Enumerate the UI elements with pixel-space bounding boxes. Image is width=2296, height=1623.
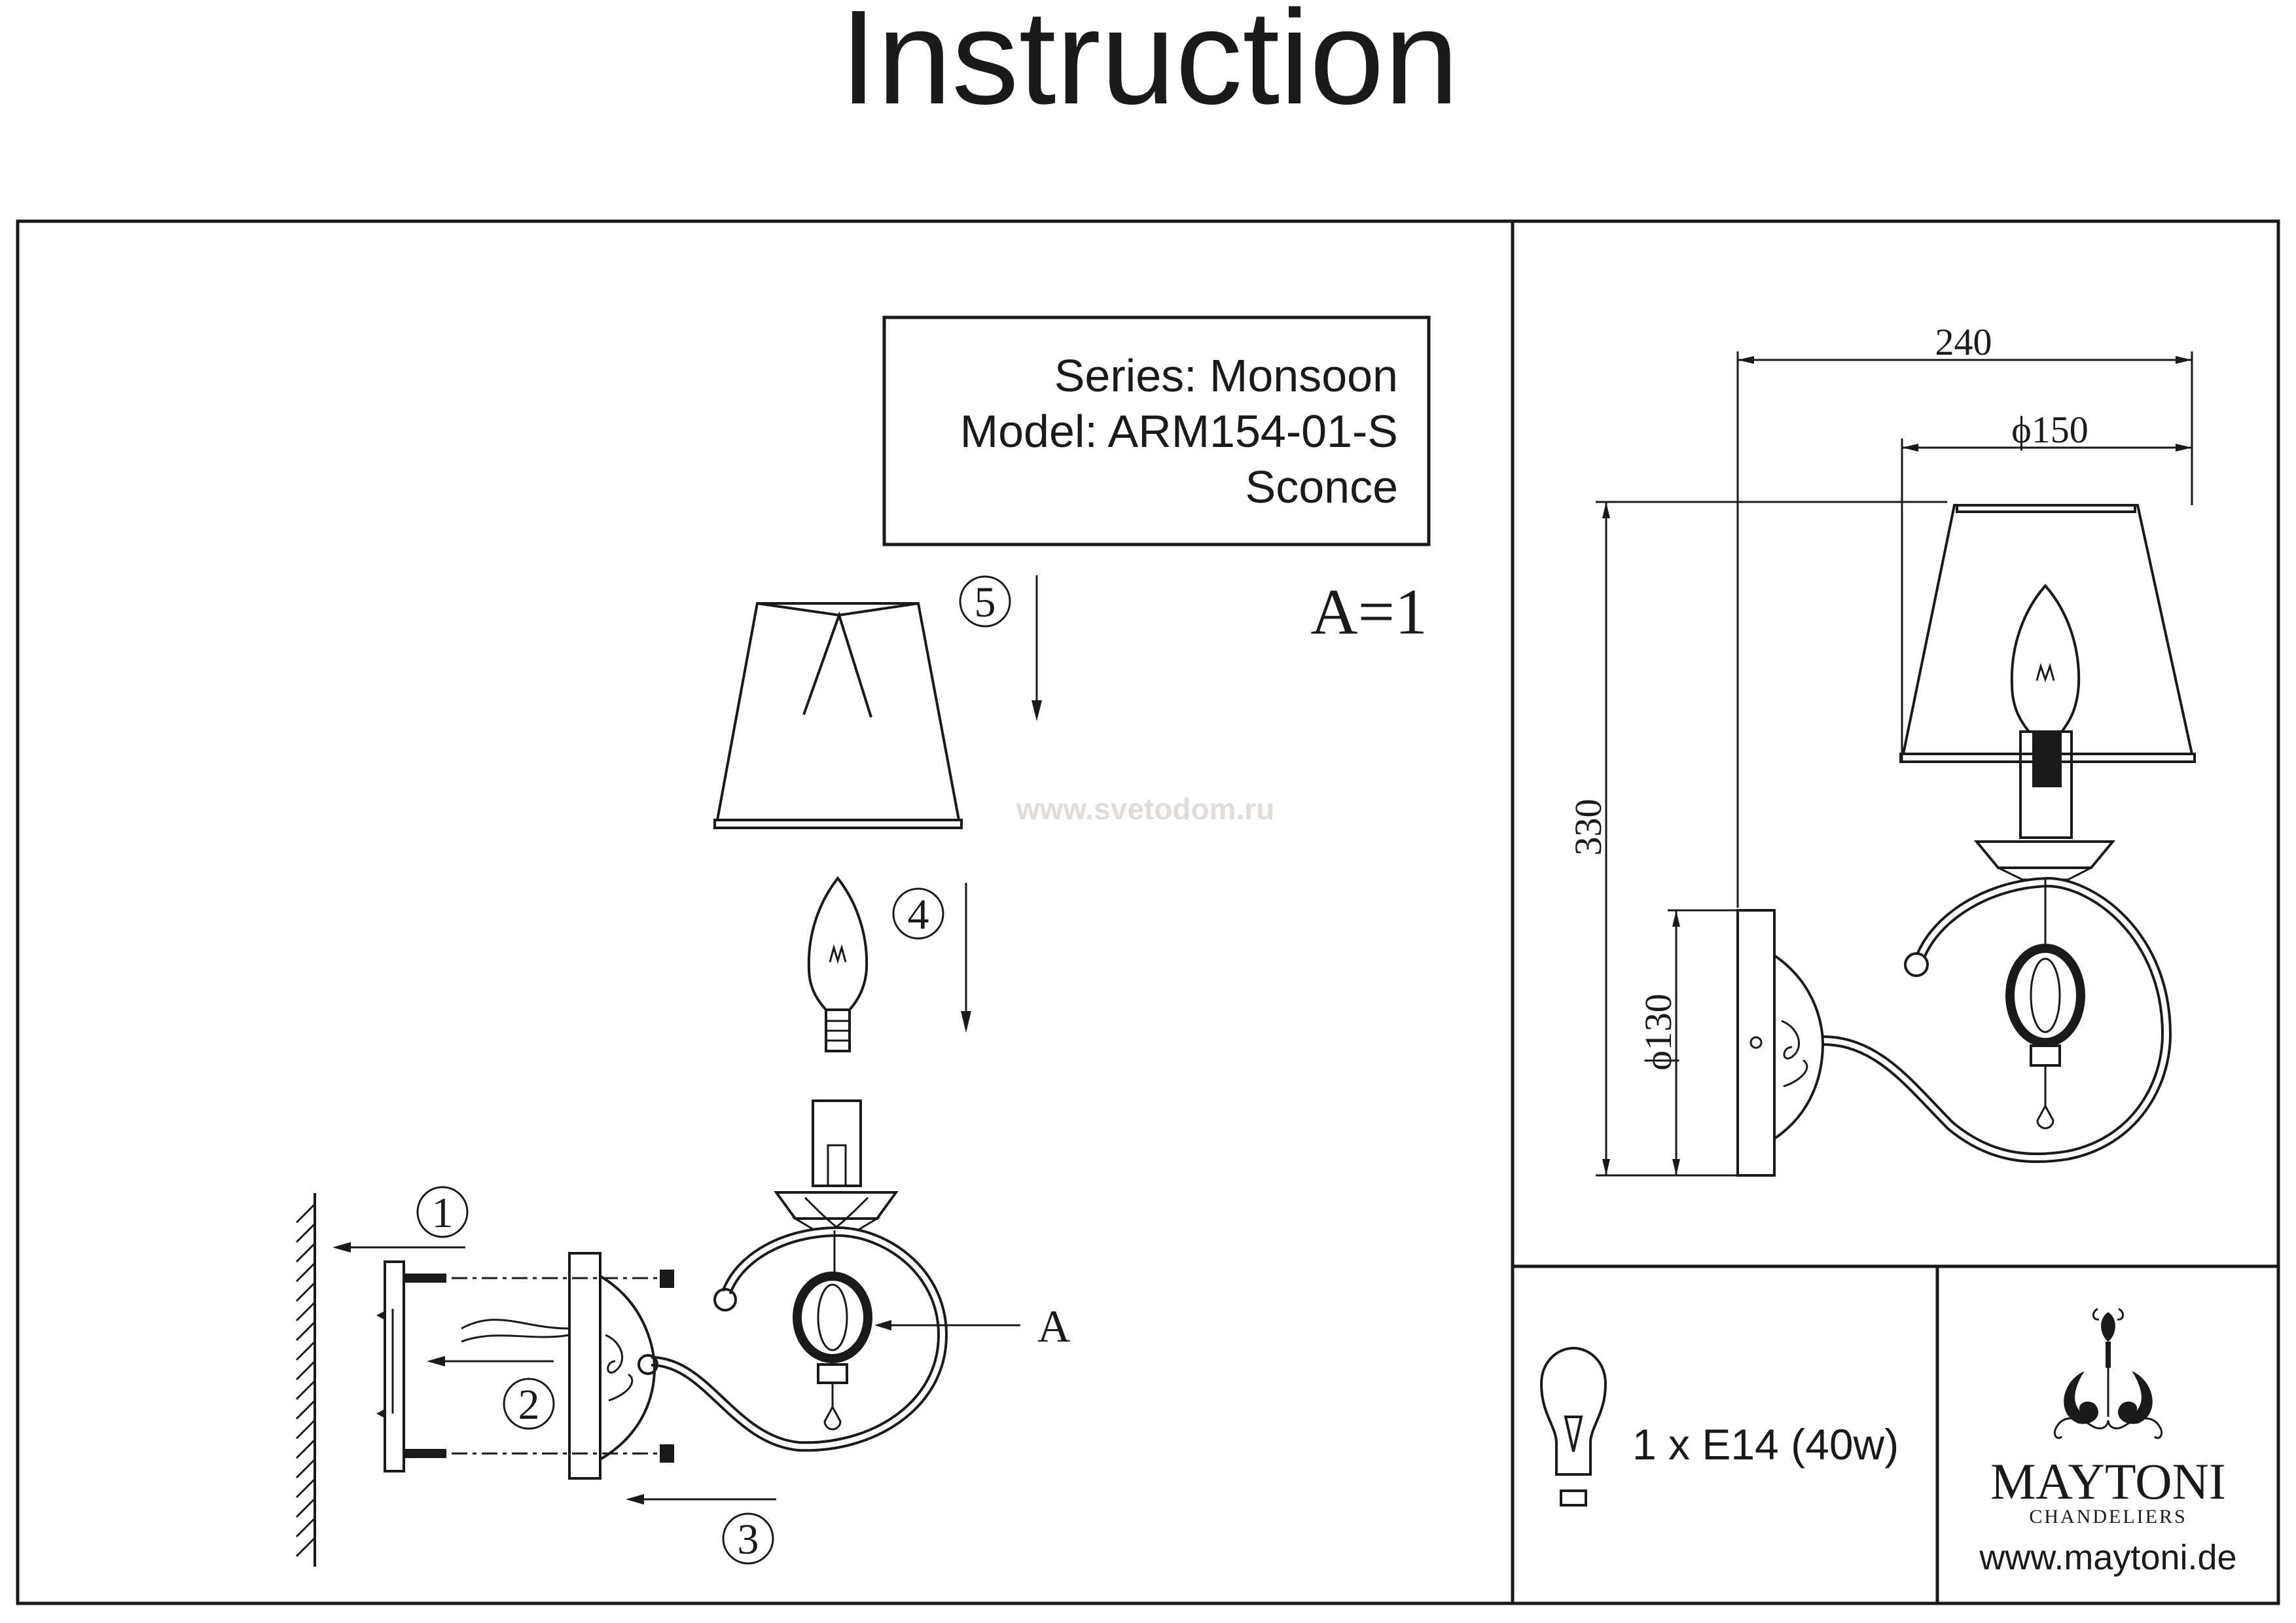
svg-text:4: 4 (908, 891, 929, 938)
brand-name: MAYTONI (1990, 1453, 2226, 1510)
socket (774, 1099, 899, 1232)
bulb-spec: 1 x E14 (40w) (1632, 1420, 1899, 1469)
wires (461, 1319, 570, 1343)
parts-count: A=1 (1310, 575, 1427, 648)
dimension-width: 240 (1935, 321, 1992, 363)
arrow-part-a (874, 1320, 1020, 1330)
wall (295, 1193, 316, 1567)
outer-frame (16, 219, 2280, 1605)
brand-tagline: CHANDELIERS (2029, 1506, 2187, 1527)
maytoni-logo-icon (2053, 1308, 2163, 1439)
series-label: Series: Monsoon (1054, 350, 1398, 401)
arrow-step-2 (427, 1356, 554, 1366)
step-marker-2: 2 (503, 1378, 555, 1430)
mounting-plate (376, 1260, 405, 1472)
dimension-plate-diameter: ϕ130 (1637, 993, 1679, 1071)
candle-bulb (807, 876, 869, 1052)
dimension-lines (1596, 351, 2193, 1177)
svg-text:3: 3 (738, 1516, 759, 1563)
step-marker-3: 3 (722, 1512, 774, 1565)
arrow-step-1 (332, 1242, 465, 1253)
dimension-shade-diameter: ϕ150 (2011, 408, 2089, 451)
screws (404, 1270, 674, 1463)
page-title: Instruction (840, 0, 1459, 132)
info-box: Series: Monsoon Model: ARM154-01-S Sconc… (882, 315, 1431, 546)
arrow-step-4 (961, 883, 971, 1033)
crystal-cage (793, 1230, 872, 1431)
step-marker-5: 5 (959, 575, 1011, 628)
svg-text:5: 5 (975, 579, 996, 626)
lamp-shade (713, 602, 963, 829)
brand-website: www.maytoni.de (1979, 1538, 2236, 1577)
type-label: Sconce (1246, 461, 1398, 512)
step-marker-4: 4 (892, 887, 944, 940)
arrow-step-5 (1031, 575, 1042, 721)
bulb-icon (1539, 1346, 1607, 1507)
dimension-height: 330 (1567, 799, 1609, 856)
svg-text:2: 2 (518, 1381, 540, 1429)
sconce-front-view (1736, 504, 2196, 1177)
watermark: www.svetodom.ru (1016, 792, 1274, 826)
part-label-a: A (1037, 1302, 1071, 1352)
arrow-step-3 (626, 1494, 776, 1505)
step-marker-1: 1 (416, 1186, 469, 1238)
wall-backplate (568, 1252, 658, 1480)
sconce-arm (651, 1226, 948, 1452)
svg-text:1: 1 (432, 1189, 454, 1237)
model-label: Model: ARM154-01-S (960, 406, 1398, 457)
